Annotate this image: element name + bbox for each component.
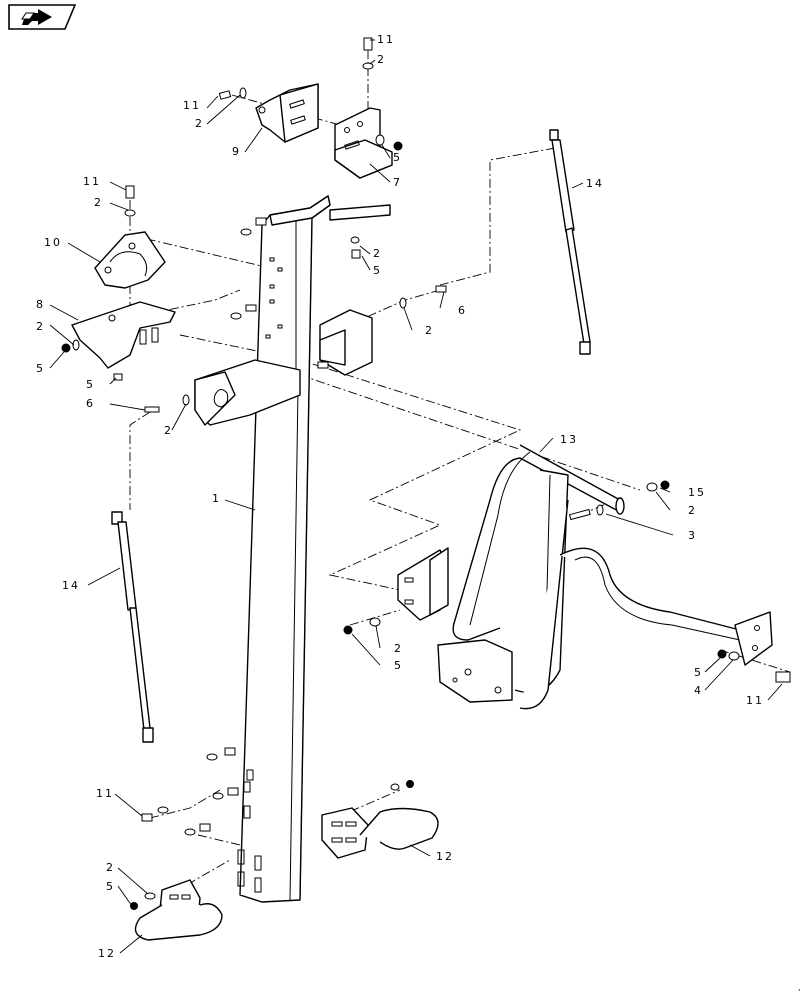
bracket-part-8: [71, 301, 176, 369]
saddle-part-10: [94, 231, 166, 289]
callout-label: 2: [94, 196, 103, 209]
hardware-fasteners: [61, 37, 791, 910]
callout-label: 11: [83, 175, 101, 188]
callout-label: 12: [436, 850, 454, 863]
post-holes: [237, 257, 283, 893]
step-part-12-left: [134, 879, 223, 941]
assembly-centerlines: [119, 50, 791, 906]
callout-label: 6: [86, 397, 95, 410]
callout-label: 5: [394, 659, 403, 672]
callout-label: 2: [377, 53, 386, 66]
callout-label: 2: [425, 324, 434, 337]
callout-label: 5: [86, 378, 95, 391]
callout-label: 2: [195, 117, 204, 130]
callout-label: 10: [44, 236, 62, 249]
bracket-part-7: [334, 107, 393, 179]
callout-label: 5: [694, 666, 703, 679]
callout-leader-lines: [49, 39, 783, 954]
handrail-part-13: [437, 444, 773, 710]
callout-label: 14: [586, 177, 604, 190]
callout-label: 2: [373, 247, 382, 260]
callout-labels: 11 2 11 2 9 5 7 14 11 2 10 2 5 8 2 6 2 5…: [36, 33, 764, 960]
callout-label: 12: [98, 947, 116, 960]
callout-label: 2: [164, 424, 173, 437]
callout-label: 2: [688, 504, 697, 517]
callout-label: 5: [393, 151, 402, 164]
callout-label: 5: [106, 880, 115, 893]
callout-label: 2: [36, 320, 45, 333]
callout-label: 5: [36, 362, 45, 375]
callout-label: 13: [560, 433, 578, 446]
callout-label: 14: [62, 579, 80, 592]
gas-spring-part-14-lower: [111, 511, 154, 743]
callout-label: 5: [373, 264, 382, 277]
step-part-12-right: [321, 807, 439, 859]
callout-label: 3: [688, 529, 697, 542]
callout-label: 1: [212, 492, 221, 505]
callout-label: 7: [393, 176, 402, 189]
callout-label: 9: [232, 145, 241, 158]
callout-label: 15: [688, 486, 706, 499]
callout-label: 11: [746, 694, 764, 707]
callout-label: 2: [394, 642, 403, 655]
callout-label: 11: [183, 99, 201, 112]
bracket-part-9: [255, 83, 319, 143]
corner-mark: ,: [798, 983, 801, 992]
callout-label: 11: [377, 33, 395, 46]
main-post-part-1: [194, 195, 391, 903]
callout-label: 4: [694, 684, 703, 697]
mount-bracket: [397, 547, 449, 621]
callout-label: 2: [106, 861, 115, 874]
callout-label: 6: [458, 304, 467, 317]
gas-spring-part-14-upper: [549, 129, 591, 355]
callout-label: 11: [96, 787, 114, 800]
callout-label: 8: [36, 298, 45, 311]
next-page-arrow-icon[interactable]: [8, 4, 77, 30]
